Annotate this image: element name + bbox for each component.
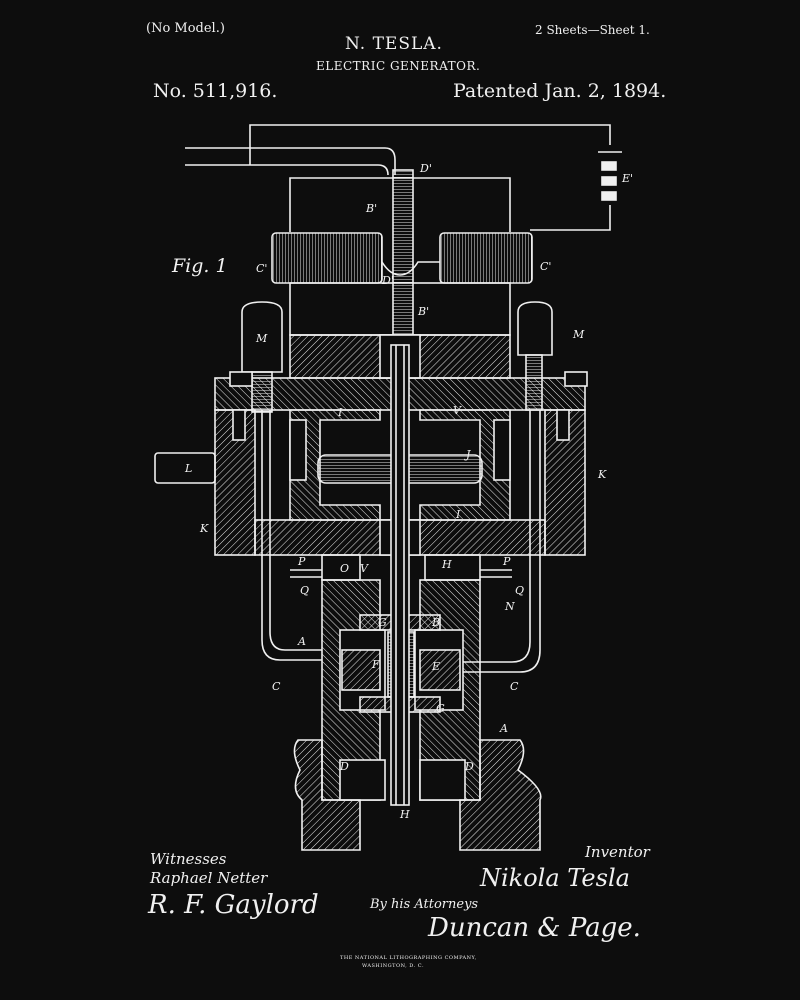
rod-l [154,452,216,484]
part-label: G [378,616,387,629]
witness-signature-2: R. F. Gaylord [148,890,319,920]
inventor-label: Inventor [585,843,650,861]
part-label: K [199,522,209,535]
lithographer-name: THE NATIONAL LITHOGRAPHING COMPANY, [340,955,477,961]
battery-e-prime [598,151,622,201]
patent-title: ELECTRIC GENERATOR. [316,59,481,73]
part-label: C' [540,260,551,273]
part-label: P [502,555,511,568]
upper-shaft [392,169,414,346]
part-label: P [297,555,306,568]
inventor-heading: N. TESLA. [345,34,443,54]
part-label: N [504,600,515,613]
part-label: D' [419,162,432,175]
part-label: Q [300,584,309,597]
part-labels: B' D' E' C' C' D' B' M M I V L J K K I P… [184,162,633,821]
patent-number: No. 511,916. [153,80,278,102]
part-label: E' [621,172,633,185]
part-label: C [510,680,519,693]
part-label: F [371,658,380,671]
patent-date: Patented Jan. 2, 1894. [453,80,667,102]
part-label: O [340,562,349,575]
part-label: D' [381,274,394,287]
witnesses-label: Witnesses [150,850,227,868]
part-label: G [436,702,445,715]
sheet-count: 2 Sheets—Sheet 1. [535,23,650,37]
part-label: J [464,448,471,461]
part-label: B' [365,202,377,215]
part-label: H [399,808,410,821]
part-label: L [184,462,192,475]
wiring [185,124,611,232]
part-label: E [431,660,440,673]
inventor-signature: Nikola Tesla [480,864,630,892]
part-label: D [339,760,349,773]
figure-label: Fig. 1 [171,255,228,277]
part-label: M [255,332,268,345]
part-label: Q [515,584,524,597]
part-label: A [499,722,508,735]
part-label: B' [417,305,429,318]
witness-signature-1: Raphael Netter [150,869,268,887]
part-label: A [297,635,306,648]
coil-right [439,232,533,284]
part-label: C [272,680,281,693]
part-label: M [572,328,585,341]
no-model-note: (No Model.) [146,21,225,36]
part-label: C' [256,262,267,275]
attorneys-signature: Duncan & Page. [428,913,641,943]
part-label: I [337,406,343,419]
part-label: I [455,508,461,521]
attorneys-label: By his Attorneys [370,897,479,912]
part-label: H [441,558,452,571]
coil-left [271,232,383,284]
part-label: D [464,760,474,773]
part-label: V [453,404,462,417]
base [293,739,361,851]
part-label: V [360,562,369,575]
central-shaft [390,344,410,806]
part-label: K [597,468,607,481]
lithographer-city: WASHINGTON, D. C. [362,963,425,969]
part-label: B [431,616,440,629]
